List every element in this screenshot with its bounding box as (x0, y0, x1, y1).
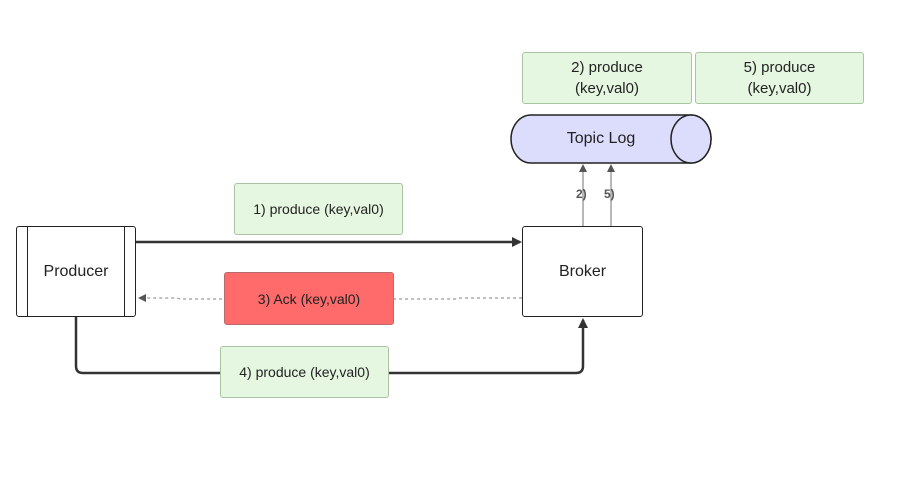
edge-label-5: 5) (604, 187, 615, 201)
note-produce-5-line1: 5) produce (743, 59, 816, 76)
note-produce-2: 2) produce (key,val0) (522, 52, 692, 104)
producer-label: Producer (43, 262, 109, 280)
producer-node[interactable]: Producer (16, 226, 136, 317)
edge-label-2: 2) (576, 187, 587, 201)
producer-right-bar (124, 227, 125, 316)
producer-left-bar (27, 227, 28, 316)
topic-log-cylinder (510, 114, 712, 164)
note-produce-2-line2: (key,val0) (575, 80, 639, 97)
note-produce-4: 4) produce (key,val0) (220, 346, 389, 398)
note-produce-4-text: 4) produce (key,val0) (239, 364, 370, 380)
note-produce-1-text: 1) produce (key,val0) (253, 201, 384, 217)
topic-log-label: Topic Log (566, 130, 636, 147)
note-produce-5-line2: (key,val0) (747, 80, 812, 97)
note-produce-5: 5) produce (key,val0) (695, 52, 864, 104)
note-produce-2-line1: 2) produce (571, 59, 643, 76)
broker-label: Broker (558, 262, 607, 280)
note-ack-3: 3) Ack (key,val0) (224, 272, 394, 325)
broker-node[interactable]: Broker (522, 226, 643, 317)
note-ack-3-text: 3) Ack (key,val0) (257, 290, 361, 307)
note-produce-1: 1) produce (key,val0) (234, 183, 403, 235)
